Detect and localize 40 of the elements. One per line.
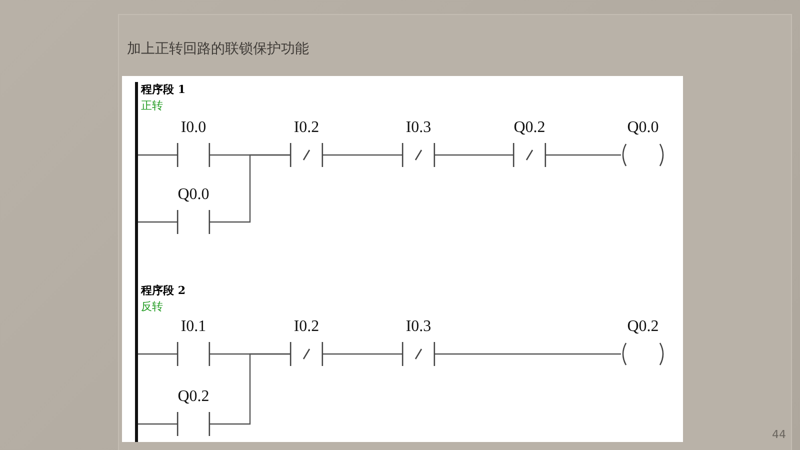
wire xyxy=(323,353,402,355)
normally-closed-contact xyxy=(513,119,546,167)
address-label: Q0.0 xyxy=(178,186,210,204)
wire xyxy=(546,154,621,156)
address-label: I0.0 xyxy=(180,119,206,137)
address-label: I0.3 xyxy=(406,119,432,137)
wire xyxy=(435,353,621,355)
normally-closed-contact xyxy=(290,119,323,167)
slide-title: 加上正转回路的联锁保护功能 xyxy=(127,40,309,58)
address-label: I0.3 xyxy=(406,318,432,336)
wire xyxy=(210,353,290,425)
wire xyxy=(138,353,177,355)
wire xyxy=(138,423,177,425)
normally-open-contact xyxy=(177,119,210,167)
address-label: I0.2 xyxy=(294,119,320,137)
network-heading: 程序段 1 xyxy=(141,82,186,97)
network-heading: 程序段 2 xyxy=(141,283,186,298)
address-label: I0.1 xyxy=(180,318,206,336)
output-coil xyxy=(620,318,666,366)
wire xyxy=(138,154,177,156)
page-number: 44 xyxy=(772,428,786,441)
power-rail xyxy=(135,82,138,442)
network-comment: 正转 xyxy=(141,98,163,113)
wire xyxy=(138,221,177,223)
normally-open-contact xyxy=(177,318,210,366)
normally-open-contact xyxy=(177,388,210,436)
address-label: I0.2 xyxy=(294,318,320,336)
network-comment: 反转 xyxy=(141,299,163,314)
normally-closed-contact xyxy=(402,119,435,167)
address-label: Q0.2 xyxy=(514,119,546,137)
normally-closed-contact xyxy=(402,318,435,366)
address-label: Q0.0 xyxy=(627,119,659,137)
wire xyxy=(435,154,513,156)
normally-open-contact xyxy=(177,186,210,234)
wire xyxy=(210,154,290,223)
address-label: Q0.2 xyxy=(178,388,210,406)
address-label: Q0.2 xyxy=(627,318,659,336)
output-coil xyxy=(620,119,666,167)
normally-closed-contact xyxy=(290,318,323,366)
wire xyxy=(323,154,402,156)
